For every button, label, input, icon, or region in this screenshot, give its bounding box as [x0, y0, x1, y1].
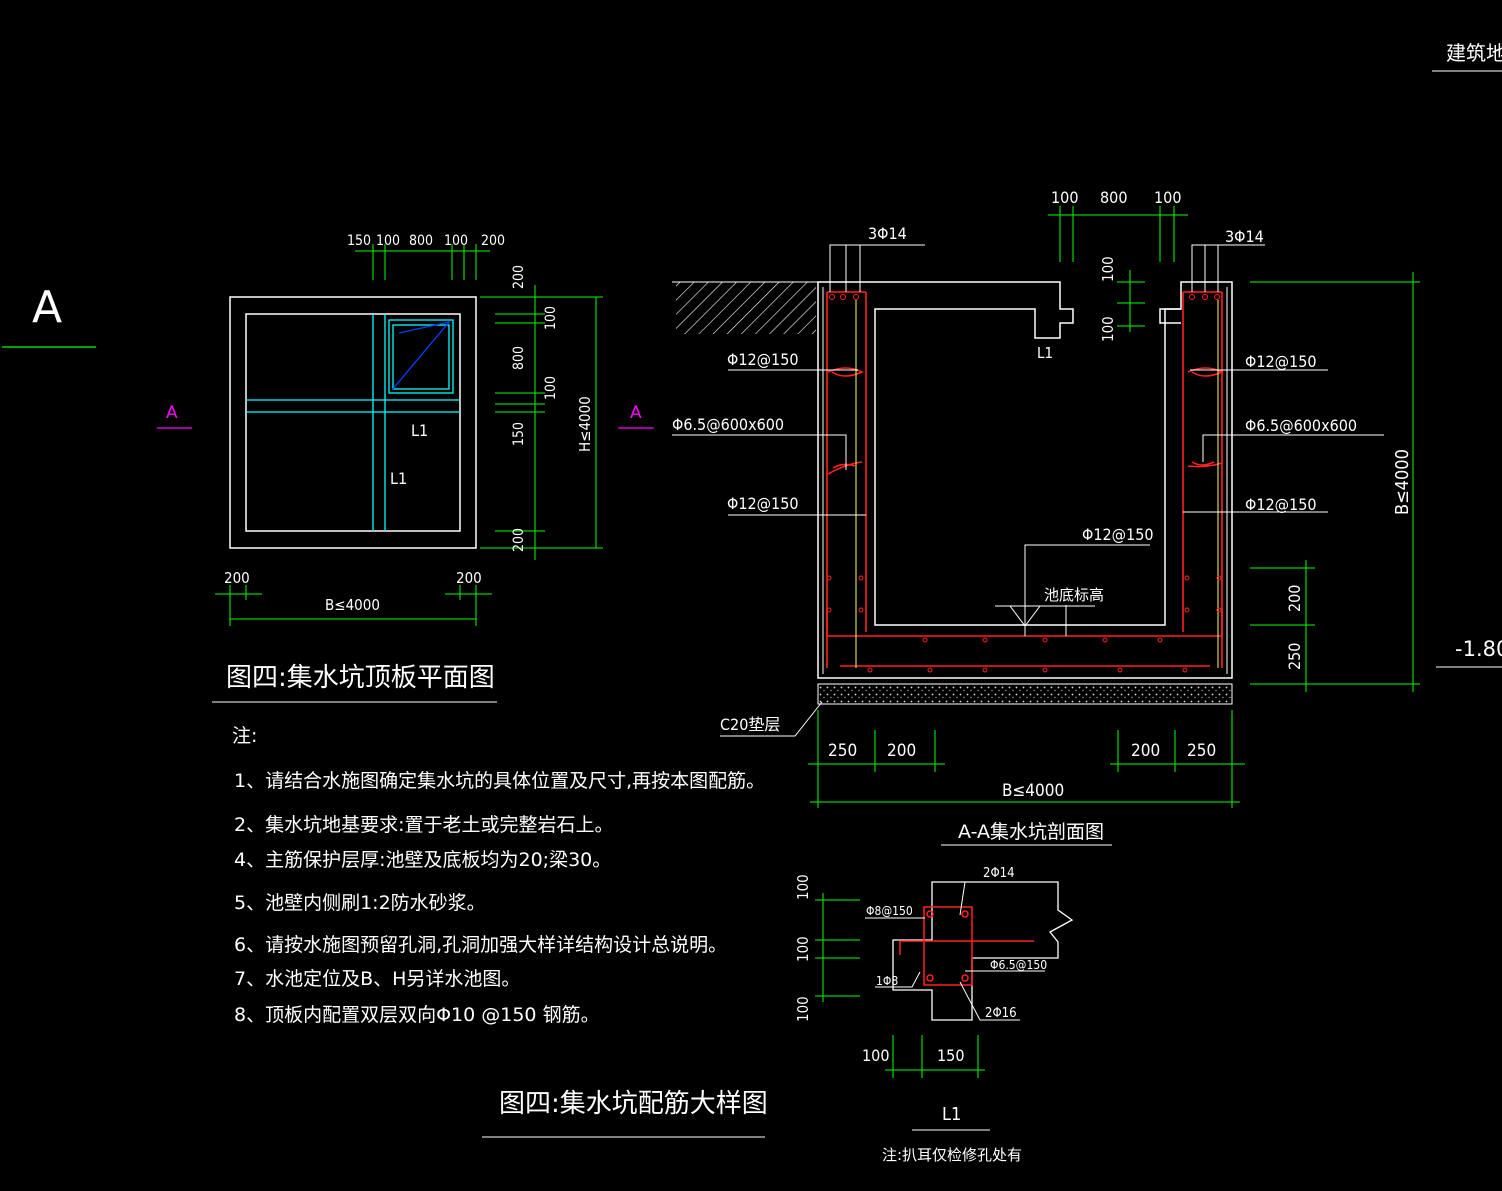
detail-beam-name: L1 [942, 1104, 961, 1125]
plan-height-label: H≤4000 [576, 396, 594, 452]
section-beam-label: L1 [1037, 344, 1053, 362]
section-view: C20垫层 [672, 188, 1502, 846]
detail-label-stirrup: Φ8@150 [866, 904, 913, 918]
detail-outline [892, 881, 1074, 1021]
plan-width-label: B≤4000 [325, 596, 380, 614]
left-label-2: Φ6.5@600x600 [672, 415, 784, 434]
plan-view: L1 L1 150 100 800 100 200 [157, 233, 654, 703]
note-item-4: 5、池壁内侧刷1:2防水砂浆。 [234, 892, 486, 914]
plan-title: 图四:集水坑顶板平面图 [226, 663, 495, 693]
section-bottom-dim-3: 200 [1131, 741, 1160, 761]
plan-bottom-dim-left: 200 [224, 569, 250, 587]
note-item-7: 8、顶板内配置双层双向Φ10 @150 钢筋。 [234, 1004, 600, 1026]
plan-top-dim-3: 800 [409, 233, 433, 249]
plan-right-dim-1: 200 [511, 265, 527, 289]
plan-top-dim-4: 100 [444, 233, 468, 249]
plan-top-dim-5: 200 [481, 233, 505, 249]
corner-label-group: 建筑地坪 [1432, 41, 1502, 72]
section-yellow-lines [855, 300, 1219, 668]
section-width-label: B≤4000 [1002, 781, 1064, 801]
section-title: A-A集水坑剖面图 [958, 821, 1104, 843]
right-label-1: Φ12@150 [1245, 352, 1317, 371]
plan-beam-label-2: L1 [390, 469, 407, 488]
section-top-dim-lines [1048, 206, 1188, 332]
note-item-1: 1、请结合水施图确定集水坑的具体位置及尺寸,再按本图配筋。 [234, 770, 765, 792]
bar-left-top: 3Φ14 [868, 224, 907, 243]
note-item-2: 2、集水坑地基要求:置于老土或完整岩石上。 [234, 814, 614, 836]
left-label-3: Φ12@150 [727, 494, 799, 513]
plan-outer-outline [229, 296, 477, 549]
detail-left-dim-2: 100 [794, 936, 812, 962]
plan-top-dim-2: 100 [376, 233, 400, 249]
note-item-5: 6、请按水施图预留孔洞,孔洞加强大样详结构设计总说明。 [234, 934, 727, 956]
detail-rebar [899, 906, 1034, 986]
section-height-label: B≤4000 [1392, 449, 1413, 515]
detail-note: 注:扒耳仅检修孔处有 [882, 1146, 1022, 1164]
section-mark-big: A [2, 282, 96, 348]
note-item-3: 4、主筋保护层厚:池壁及底板均为20;梁30。 [234, 849, 611, 871]
cushion-label: C20垫层 [720, 715, 780, 734]
plan-cut-mark-left: A [166, 403, 178, 423]
section-top-dim-3: 100 [1154, 188, 1181, 207]
note-item-6: 7、水池定位及B、H另详水池图。 [234, 968, 520, 990]
ground-hatch [676, 282, 816, 334]
section-bottom-dim-4: 250 [1187, 741, 1216, 761]
plan-beams [246, 314, 460, 531]
detail-label-bottom: 2Φ16 [985, 1006, 1017, 1021]
section-bottom-dim-lines [808, 710, 1245, 808]
plan-top-dim-lines [355, 244, 490, 280]
detail-left-dim-lines [815, 893, 860, 1002]
pit-concrete-outline [817, 281, 1233, 679]
detail-label-side: Φ6.5@150 [990, 958, 1047, 972]
plan-right-dim-6: 200 [511, 528, 527, 552]
section-right-dim-lines [1250, 272, 1420, 692]
section-bottom-dim-2: 200 [887, 741, 916, 761]
right-label-2: Φ6.5@600x600 [1245, 416, 1357, 435]
detail-title: 图四:集水坑配筋大样图 [499, 1089, 768, 1119]
section-mark-letter: A [32, 282, 62, 333]
plan-cut-mark-right: A [630, 403, 642, 423]
detail-bottom-dim-2: 150 [937, 1046, 964, 1065]
bottom-level-label: 池底标高 [1044, 586, 1104, 604]
section-top-dim-1: 100 [1051, 188, 1078, 207]
plan-right-dim-3: 800 [511, 346, 527, 370]
plan-inner-outline [245, 313, 461, 532]
detail-left-dim-1: 100 [794, 874, 812, 900]
plan-beam-label-1: L1 [411, 421, 428, 440]
section-bottom-dim-1: 250 [828, 741, 857, 761]
section-right-dim-2: 250 [1285, 643, 1304, 670]
notes-heading: 注: [232, 725, 257, 747]
left-label-1: Φ12@150 [727, 350, 799, 369]
section-right-dim-1: 200 [1285, 585, 1304, 612]
bar-right-top: 3Φ14 [1225, 227, 1264, 246]
right-label-3: Φ12@150 [1245, 495, 1317, 514]
elevation-label: -1.80 [1455, 637, 1502, 661]
plan-right-dim-4: 100 [543, 376, 559, 400]
plan-bottom-dim-lines [215, 585, 492, 626]
plan-bottom-dim-right: 200 [456, 569, 482, 587]
section-top-dim-2: 800 [1100, 188, 1127, 207]
section-leaders [672, 244, 1384, 636]
notes: 注: 1、请结合水施图确定集水坑的具体位置及尺寸,再按本图配筋。 2、集水坑地基… [232, 725, 765, 1026]
detail-label-top: 2Φ14 [983, 866, 1015, 881]
detail-bottom-dim-1: 100 [862, 1046, 889, 1065]
opening-dim-2: 100 [1099, 316, 1117, 342]
detail-left-dim-3: 100 [794, 996, 812, 1022]
plan-right-dim-lines [480, 285, 603, 560]
detail-leaders [865, 881, 1045, 1021]
bottom-bar-label: Φ12@150 [1082, 525, 1154, 544]
plan-right-dim-2: 100 [543, 306, 559, 330]
section-rebar [826, 291, 1224, 668]
corner-label: 建筑地坪 [1446, 41, 1502, 65]
beam-detail: 2Φ14 Φ8@150 1Φ8 Φ6.5@150 2Φ16 100 100 10… [794, 866, 1074, 1164]
cushion-layer [817, 683, 1233, 705]
detail-bottom-dim-lines [885, 1035, 985, 1078]
plan-top-dim-1: 150 [347, 233, 371, 249]
detail-label-bar: 1Φ8 [876, 974, 898, 988]
opening-dim-1: 100 [1099, 256, 1117, 282]
plan-right-dim-5: 150 [511, 422, 527, 446]
rebar-dots [826, 294, 1222, 673]
plan-opening-mark [391, 320, 451, 391]
